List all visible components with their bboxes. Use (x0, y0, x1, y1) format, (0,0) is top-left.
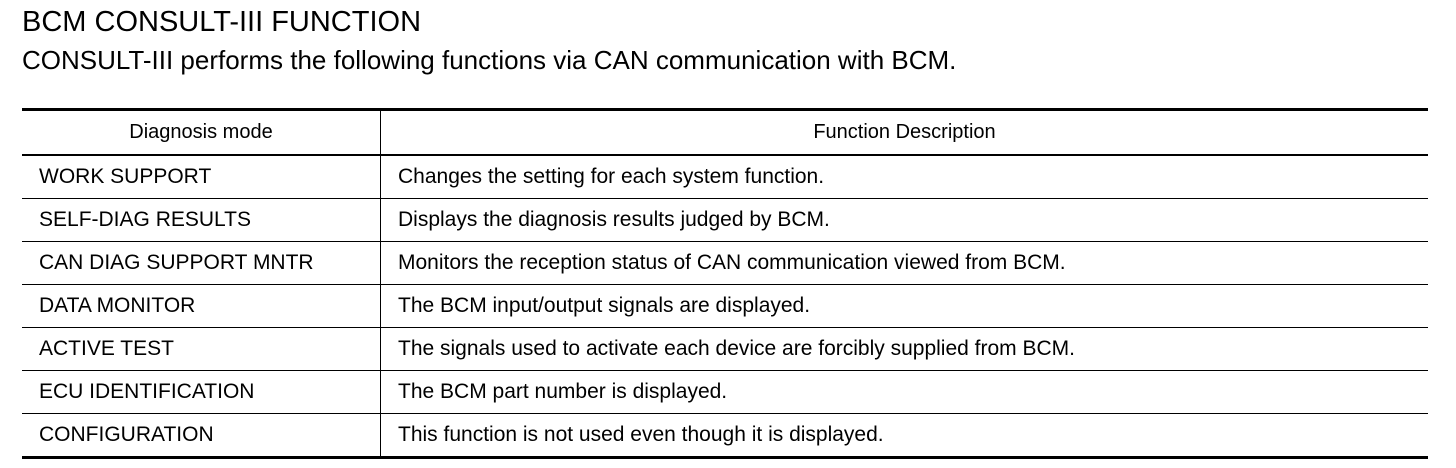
function-description-cell: Displays the diagnosis results judged by… (380, 198, 1428, 242)
table-row: ECU IDENTIFICATION The BCM part number i… (22, 370, 1428, 414)
header-diagnosis-mode: Diagnosis mode (22, 109, 381, 156)
function-description-cell: The signals used to activate each device… (380, 327, 1428, 371)
function-description-cell: This function is not used even though it… (398, 423, 884, 446)
table-header-row: Diagnosis mode Function Description (22, 109, 1428, 156)
table-row: WORK SUPPORT Changes the setting for eac… (22, 155, 1428, 199)
table-row: CAN DIAG SUPPORT MNTR Monitors the recep… (22, 241, 1428, 285)
header-function-description: Function Description (380, 109, 1428, 156)
table-row: DATA MONITOR The BCM input/output signal… (22, 284, 1428, 328)
diagnosis-mode-cell: SELF-DIAG RESULTS (22, 198, 381, 242)
page-title: BCM CONSULT-III FUNCTION (22, 6, 422, 38)
function-description-cell: The BCM part number is displayed. (380, 370, 1428, 414)
function-description-cell: Changes the setting for each system func… (380, 155, 1428, 199)
page-subtitle: CONSULT-III performs the following funct… (22, 45, 957, 75)
diagnosis-mode-cell: CAN DIAG SUPPORT MNTR (22, 241, 381, 285)
diagnosis-mode-cell: ACTIVE TEST (22, 327, 381, 371)
diagnosis-mode-cell: ECU IDENTIFICATION (22, 370, 381, 414)
diagnosis-mode-cell: CONFIGURATION (22, 413, 381, 458)
table-row: CONFIGURATION This function is not used … (22, 413, 1428, 458)
function-description-cell: Monitors the reception status of CAN com… (380, 241, 1428, 285)
function-table: Diagnosis mode Function Description WORK… (22, 108, 1428, 459)
function-description-cell: The BCM input/output signals are display… (380, 284, 1428, 328)
table-row: ACTIVE TEST The signals used to activate… (22, 327, 1428, 371)
diagnosis-mode-cell: WORK SUPPORT (22, 155, 381, 199)
diagnosis-mode-cell: DATA MONITOR (22, 284, 381, 328)
table-row: SELF-DIAG RESULTS Displays the diagnosis… (22, 198, 1428, 242)
